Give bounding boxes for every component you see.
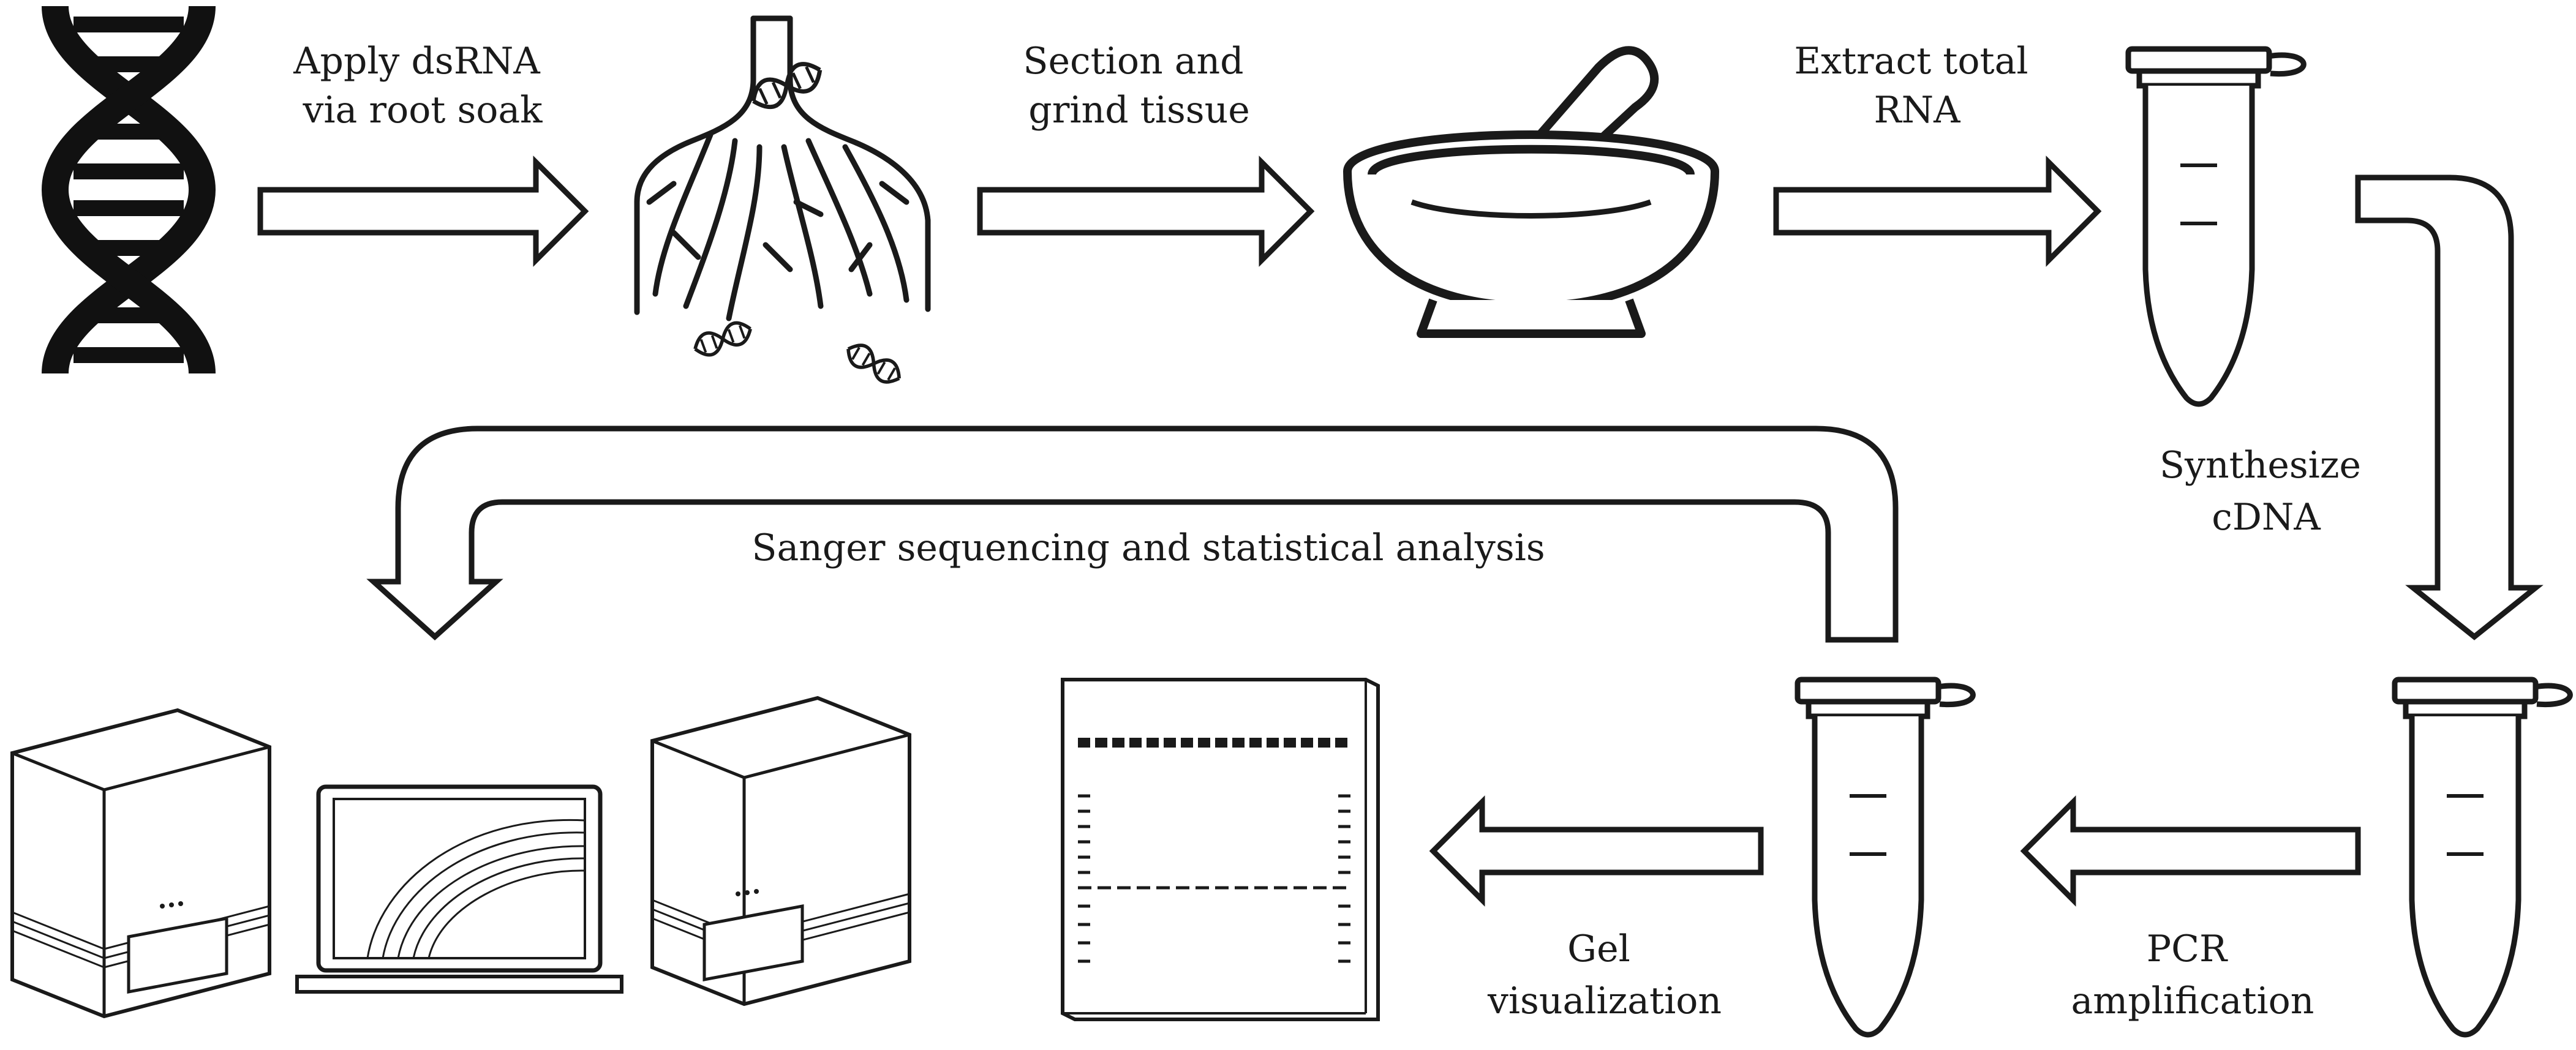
label-pcr: PCR amplification [2071,928,2314,1022]
gel-well [1335,738,1347,748]
gel-well [1147,738,1159,748]
gel-well [1129,738,1142,748]
gel-well [1249,738,1262,748]
plant-roots-icon [634,15,931,321]
gel-well [1112,738,1124,748]
label-sanger: Sanger sequencing and statistical analys… [751,527,1545,569]
dna-mini-icon [691,318,755,359]
arrow-extract [1773,156,2102,267]
dna-helix-icon [41,5,216,375]
microcentrifuge-tube-icon [2395,680,2570,1035]
gel-well [1078,738,1090,748]
gel-well [1215,738,1227,748]
gel-well [1164,738,1176,748]
label-extract: Extract total RNA [1794,40,2039,132]
gel-well [1232,738,1245,748]
gel-plate-icon [1061,678,1380,1021]
arrow-gel [1429,795,1764,907]
sequencer-details [127,889,804,994]
arrow-synthesize [2355,174,2544,640]
gel-well [1267,738,1279,748]
dna-mini-icon [747,58,826,113]
label-synthesize: Synthesize cDNA [2160,444,2373,539]
gel-well [1198,738,1210,748]
gel-wells [1078,738,1347,748]
gel-ladders [1078,794,1350,963]
gel-well [1095,738,1107,748]
mortar-pestle-icon [1343,46,1719,338]
arrow-pcr [2020,795,2361,907]
laptop-icon [295,784,623,994]
dna-mini-icon [843,339,905,388]
gel-well [1181,738,1193,748]
label-apply: Apply dsRNA via root soak [293,40,552,132]
arrow-section [977,156,1315,267]
gel-well [1318,738,1330,748]
arrow-sanger [366,426,1899,643]
label-gel: Gel visualization [1487,928,1722,1022]
gel-well [1284,738,1296,748]
microcentrifuge-tube-icon [2128,49,2303,404]
label-section: Section and grind tissue [1023,40,1255,132]
microcentrifuge-tube-icon [1798,680,1973,1035]
gel-well [1301,738,1313,748]
arrow-apply [257,156,589,267]
